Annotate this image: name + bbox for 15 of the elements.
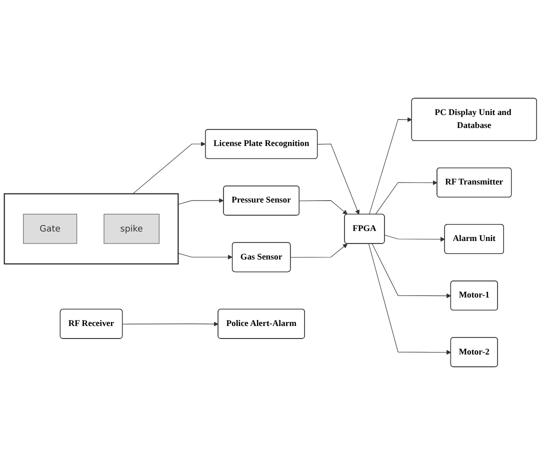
arrow (132, 142, 206, 194)
arrow (372, 244, 452, 298)
arrow (178, 198, 224, 205)
arrow (368, 244, 452, 355)
arrow (122, 322, 219, 326)
node-box: Gate (23, 214, 78, 244)
arrow (368, 117, 412, 215)
arrow (290, 244, 348, 258)
arrow (384, 234, 446, 242)
cluster (4, 193, 179, 264)
arrow (299, 200, 348, 215)
node-box: spike (104, 214, 160, 244)
arrow (317, 144, 360, 215)
arrow (375, 180, 438, 215)
arrow (178, 253, 232, 260)
